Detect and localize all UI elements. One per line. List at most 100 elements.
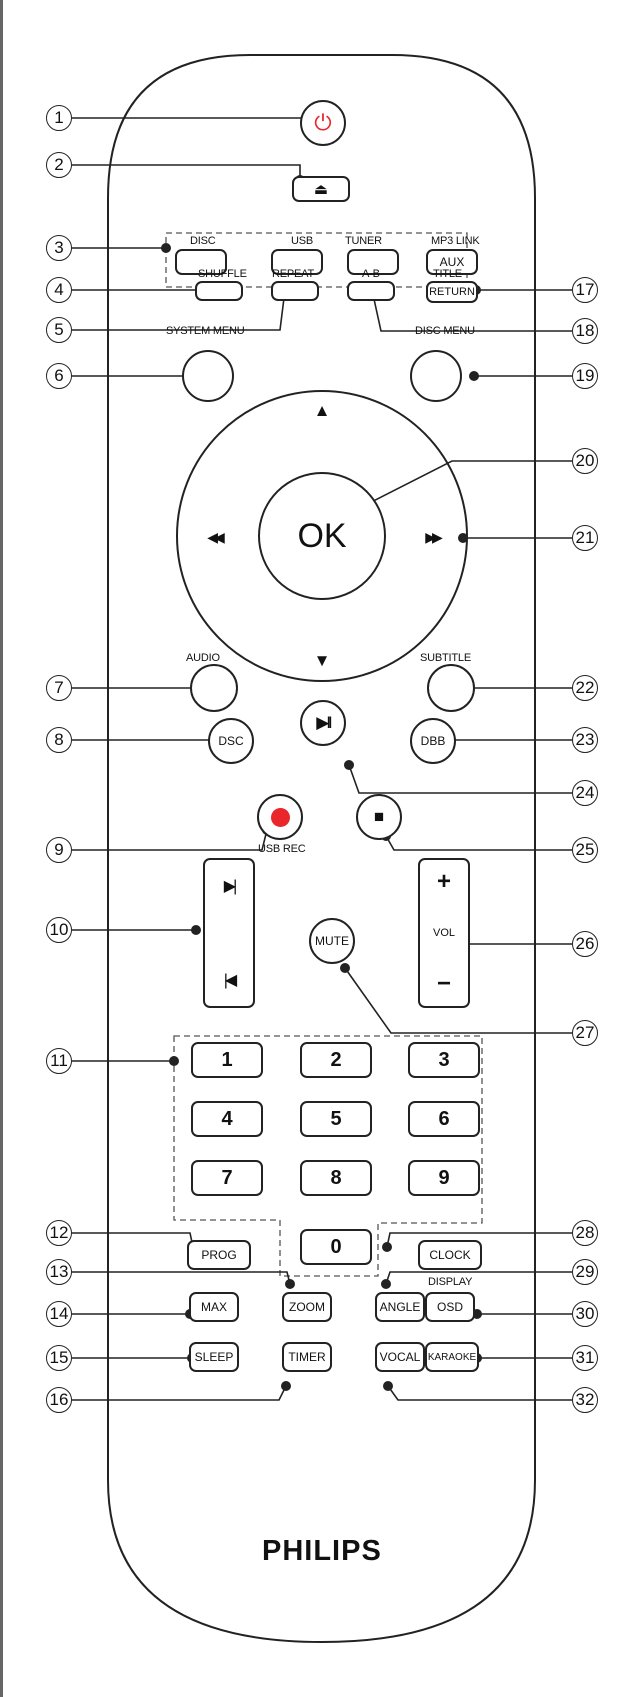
osd-button[interactable]: OSD (425, 1292, 475, 1322)
usb-rec-button[interactable] (257, 794, 303, 840)
down-button[interactable]: ▼ (309, 650, 335, 672)
usb-button[interactable] (271, 249, 323, 275)
shuffle-button[interactable] (195, 281, 243, 301)
tuner-label: TUNER (345, 235, 382, 247)
fast-forward-icon: ▶▶ (425, 528, 442, 545)
callout-3: 3 (46, 235, 72, 261)
digit-4-button[interactable]: 4 (191, 1101, 263, 1137)
callout-32: 32 (572, 1387, 598, 1413)
tuner-button[interactable] (347, 249, 399, 275)
rewind-button[interactable]: ◀◀ (196, 526, 232, 548)
previous-track-icon[interactable]: |◀ (223, 972, 238, 989)
digit-5-button[interactable]: 5 (300, 1101, 372, 1137)
callout-10: 10 (46, 917, 72, 943)
display-label: DISPLAY (428, 1276, 473, 1288)
callout-6: 6 (46, 363, 72, 389)
subtitle-button[interactable] (427, 664, 475, 712)
volume-rocker[interactable]: + VOL − (418, 858, 470, 1008)
mute-button[interactable]: MUTE (309, 918, 355, 964)
max-button[interactable]: MAX (189, 1292, 239, 1322)
digit-1-button[interactable]: 1 (191, 1042, 263, 1078)
ok-button[interactable]: OK (258, 472, 386, 600)
digit-7-button[interactable]: 7 (191, 1160, 263, 1196)
usb-label: USB (291, 235, 314, 247)
system-menu-button[interactable] (182, 350, 234, 402)
disc-menu-label: DISC MENU (415, 325, 475, 337)
callout-12: 12 (46, 1220, 72, 1246)
stop-button[interactable]: ■ (356, 794, 402, 840)
digit-0-button[interactable]: 0 (300, 1229, 372, 1265)
stop-icon: ■ (373, 807, 385, 826)
shuffle-label: SHUFFLE (198, 268, 247, 280)
skip-rocker[interactable]: ▶| |◀ (203, 858, 255, 1008)
audio-button[interactable] (190, 664, 238, 712)
callout-5: 5 (46, 317, 72, 343)
callout-22: 22 (572, 675, 598, 701)
digit-8-button[interactable]: 8 (300, 1160, 372, 1196)
callout-31: 31 (572, 1345, 598, 1371)
karaoke-button[interactable]: KARAOKE (425, 1342, 479, 1372)
callout-19: 19 (572, 363, 598, 389)
volume-up-icon[interactable]: + (436, 868, 451, 895)
digit-2-button[interactable]: 2 (300, 1042, 372, 1078)
callout-13: 13 (46, 1259, 72, 1285)
callout-14: 14 (46, 1301, 72, 1327)
callout-20: 20 (572, 448, 598, 474)
repeat-label: REPEAT (272, 268, 314, 280)
callout-9: 9 (46, 837, 72, 863)
callout-25: 25 (572, 837, 598, 863)
volume-down-icon[interactable]: − (436, 970, 451, 997)
title-return-button[interactable]: RETURN (426, 281, 478, 303)
digit-9-button[interactable]: 9 (408, 1160, 480, 1196)
digit-3-button[interactable]: 3 (408, 1042, 480, 1078)
callout-24: 24 (572, 780, 598, 806)
eject-button[interactable]: ⏏ (292, 176, 350, 202)
callout-29: 29 (572, 1259, 598, 1285)
system-menu-label: SYSTEM MENU (166, 325, 245, 337)
record-icon (270, 807, 290, 827)
clock-button[interactable]: CLOCK (418, 1240, 482, 1270)
up-arrow-icon: ▲ (313, 401, 331, 420)
vocal-button[interactable]: VOCAL (375, 1342, 425, 1372)
sleep-button[interactable]: SLEEP (189, 1342, 239, 1372)
callout-17: 17 (572, 277, 598, 303)
dbb-button[interactable]: DBB (410, 718, 456, 764)
timer-button[interactable]: TIMER (282, 1342, 332, 1372)
callout-26: 26 (572, 931, 598, 957)
dsc-button[interactable]: DSC (208, 718, 254, 764)
a-b-label: A-B (362, 268, 380, 280)
callout-8: 8 (46, 727, 72, 753)
next-track-icon[interactable]: ▶| (223, 878, 238, 895)
callout-16: 16 (46, 1387, 72, 1413)
callout-2: 2 (46, 152, 72, 178)
callout-18: 18 (572, 318, 598, 344)
power-icon: ⏻ (314, 110, 332, 135)
zoom-button[interactable]: ZOOM (282, 1292, 332, 1322)
rewind-icon: ◀◀ (207, 528, 224, 545)
callout-28: 28 (572, 1220, 598, 1246)
callout-27: 27 (572, 1020, 598, 1046)
aux-button[interactable]: AUX (426, 249, 478, 275)
repeat-button[interactable] (271, 281, 319, 301)
angle-button[interactable]: ANGLE (375, 1292, 425, 1322)
callout-30: 30 (572, 1301, 598, 1327)
callout-4: 4 (46, 277, 72, 303)
digit-6-button[interactable]: 6 (408, 1101, 480, 1137)
prog-button[interactable]: PROG (187, 1240, 251, 1270)
a-b-button[interactable] (347, 281, 395, 301)
disc-menu-button[interactable] (410, 350, 462, 402)
fast-forward-button[interactable]: ▶▶ (414, 526, 450, 548)
callout-15: 15 (46, 1345, 72, 1371)
play-pause-button[interactable]: ▶II (300, 700, 346, 746)
disc-button[interactable] (175, 249, 227, 275)
disc-label: DISC (190, 235, 216, 247)
eject-icon: ⏏ (313, 181, 329, 198)
title-label: TITLE (433, 268, 462, 280)
power-button[interactable]: ⏻ (300, 100, 346, 146)
callout-21: 21 (572, 525, 598, 551)
up-button[interactable]: ▲ (309, 400, 335, 422)
vol-label: VOL (432, 927, 455, 939)
callout-1: 1 (46, 105, 72, 131)
usb-rec-label: USB REC (258, 843, 306, 855)
